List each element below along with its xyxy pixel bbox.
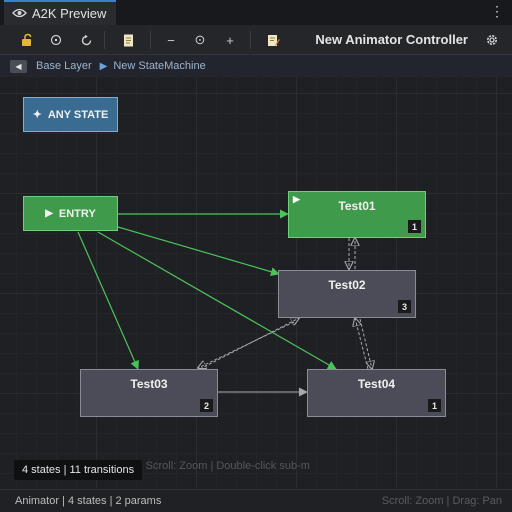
transition-count-badge: 3 <box>398 300 411 313</box>
zoom-in-button[interactable]: + <box>226 32 234 48</box>
any-state-icon: ✦ <box>32 109 42 121</box>
transition-edges <box>77 209 512 397</box>
status-bar: Animator | 4 states | 2 params Scroll: Z… <box>0 489 512 512</box>
node-entry[interactable]: ▶ ENTRY <box>23 196 118 231</box>
transition-test02-test03 <box>198 321 295 368</box>
status-hint: Scroll: Zoom | Drag: Pan <box>381 495 502 507</box>
node-test02[interactable]: Test02 3 <box>278 270 416 318</box>
node-test03[interactable]: Test03 2 <box>80 369 218 417</box>
toolbar-divider <box>250 31 251 49</box>
breadcrumb-item-base-layer[interactable]: Base Layer <box>36 60 92 72</box>
target-icon[interactable] <box>46 31 66 49</box>
transition-test02-test04 <box>359 318 372 369</box>
toolbar-divider <box>150 31 151 49</box>
toolbar: − ⊙ + New Animator Controller <box>0 25 512 55</box>
breadcrumb-item-state-machine[interactable]: New StateMachine <box>113 60 206 72</box>
transition-entry-test03 <box>77 231 139 370</box>
default-state-icon: ▶ <box>293 194 300 204</box>
node-label: Test02 <box>328 278 366 292</box>
tab-bar: A2K Preview ⋮ <box>0 0 512 26</box>
refresh-icon[interactable] <box>76 31 96 49</box>
transition-test04-test02 <box>355 318 369 370</box>
node-label: Test01 <box>338 199 376 213</box>
document-icon[interactable] <box>118 31 138 49</box>
tab-a2k-preview[interactable]: A2K Preview <box>4 0 116 25</box>
node-label: ANY STATE <box>47 108 109 121</box>
notes-icon[interactable] <box>263 31 283 49</box>
eye-icon <box>12 6 27 21</box>
graph-canvas[interactable]: ✦ ANY STATE ▶ ENTRY ▶ Test01 1 Test02 3 … <box>0 77 512 489</box>
status-summary: Animator | 4 states | 2 params <box>15 495 162 507</box>
chevron-right-icon: ▶ <box>99 60 108 72</box>
node-label: ENTRY <box>58 207 96 220</box>
transition-entry-test02 <box>117 226 280 277</box>
zoom-out-button[interactable]: − <box>167 32 175 48</box>
node-label: Test04 <box>357 377 396 391</box>
more-options-icon[interactable]: ⋮ <box>490 3 504 19</box>
transition-test03-test02 <box>199 318 299 370</box>
back-button[interactable]: ◀ <box>10 59 27 73</box>
transition-entry-test04 <box>97 231 337 370</box>
toolbar-divider <box>104 31 105 49</box>
play-icon: ▶ <box>45 208 53 219</box>
gear-icon[interactable] <box>482 31 502 49</box>
node-test01[interactable]: ▶ Test01 1 <box>288 191 426 238</box>
tab-title: A2K Preview <box>32 6 107 21</box>
transition-count-badge: 1 <box>428 399 441 412</box>
breadcrumb: ◀ Base Layer ▶ New StateMachine <box>0 55 512 78</box>
lock-icon[interactable] <box>17 31 37 49</box>
node-label: Test03 <box>130 377 168 391</box>
transition-count-badge: 1 <box>408 220 421 233</box>
controller-title: New Animator Controller <box>315 32 468 47</box>
node-any-state[interactable]: ✦ ANY STATE <box>23 97 118 132</box>
transition-count-badge: 2 <box>200 399 213 412</box>
node-test04[interactable]: Test04 1 <box>307 369 446 417</box>
graph-info-badge: 4 states | 11 transitions <box>14 460 143 480</box>
zoom-reset-button[interactable]: ⊙ <box>194 32 206 47</box>
